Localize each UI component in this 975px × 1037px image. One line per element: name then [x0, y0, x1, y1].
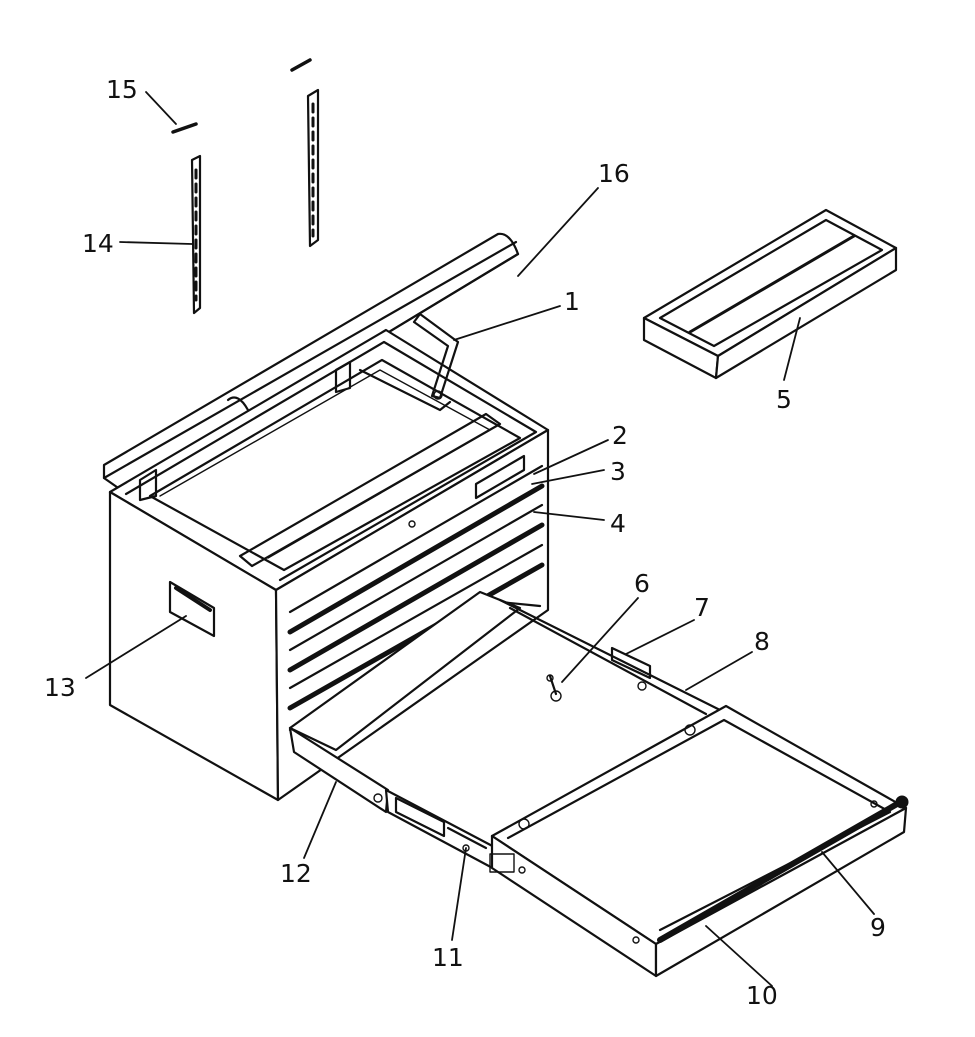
- callout-10: 10: [746, 981, 778, 1010]
- callout-2: 2: [612, 421, 628, 450]
- callout-7: 7: [694, 593, 710, 622]
- callout-1: 1: [564, 287, 580, 316]
- part-15-pins: [171, 58, 312, 134]
- leader-lines: [85, 91, 875, 987]
- callout-9: 9: [870, 913, 886, 942]
- callout-3: 3: [610, 457, 626, 486]
- callout-15: 15: [106, 75, 138, 104]
- pull-out-drawer: [288, 590, 909, 978]
- callout-12: 12: [280, 859, 312, 888]
- callout-16: 16: [598, 159, 630, 188]
- part-5-tote-tray: [642, 208, 898, 380]
- part-1-lid-stay: [412, 312, 460, 400]
- callout-5: 5: [776, 385, 792, 414]
- callout-6: 6: [634, 569, 650, 598]
- callout-14: 14: [82, 229, 114, 258]
- part-14-hinge-strips: [190, 88, 320, 315]
- callout-labels: 15 14 16 1 5 2 3 4 6 7 8 9 10 11 12 13: [44, 75, 886, 1010]
- callout-11: 11: [432, 943, 464, 972]
- callout-13: 13: [44, 673, 76, 702]
- callout-8: 8: [754, 627, 770, 656]
- callout-4: 4: [610, 509, 626, 538]
- lid-hinge-brackets: [138, 360, 352, 502]
